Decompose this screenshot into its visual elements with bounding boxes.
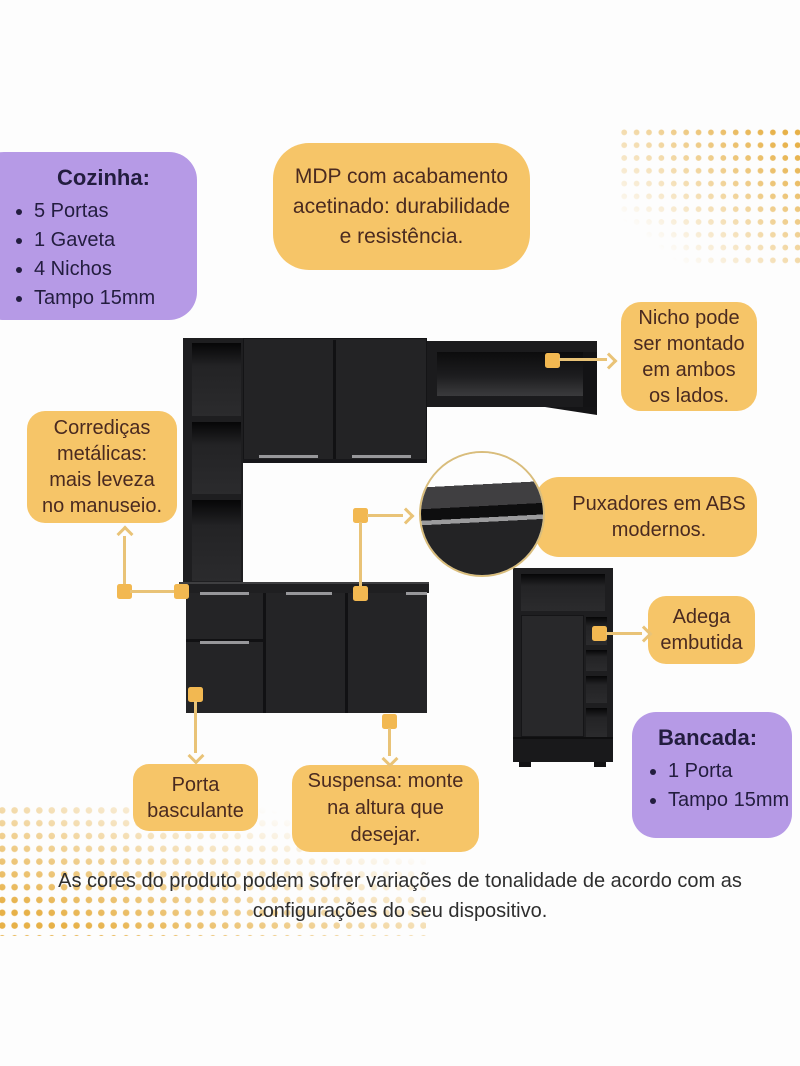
connector-line (194, 701, 197, 753)
kitchen-spec-item: 5 Portas (34, 197, 197, 226)
drawer-handle (200, 592, 249, 595)
kitchen-spec-item: 1 Gaveta (34, 226, 197, 255)
bancada-spec-item: Tampo 15mm (668, 786, 792, 815)
open-shelf-niche (427, 341, 597, 407)
halftone-pattern-top-right (618, 126, 800, 268)
connector-line (606, 632, 642, 635)
bar-base (513, 737, 613, 762)
connector-line (130, 590, 177, 593)
tower-cabinet (183, 338, 243, 590)
kitchen-specs-list: 5 Portas 1 Gaveta 4 Nichos Tampo 15mm (10, 197, 197, 313)
kitchen-specs-title: Cozinha: (57, 165, 150, 190)
reversible-niche-text: Nicho pode ser montado em ambos os lados… (633, 306, 745, 407)
tower-niche (192, 422, 241, 494)
kitchen-specs-card: Cozinha: 5 Portas 1 Gaveta 4 Nichos Tamp… (0, 152, 197, 320)
wall-cabinet-door-gap (333, 340, 336, 459)
bar-foot (519, 762, 531, 767)
connector-marker (174, 584, 189, 599)
connector-marker (545, 353, 560, 368)
wine-rack-callout: Adega embutida (648, 596, 755, 664)
material-finish-callout: MDP com acabamento acetinado: durabilida… (273, 143, 530, 270)
reversible-niche-callout: Nicho pode ser montado em ambos os lados… (621, 302, 757, 411)
material-finish-text: MDP com acabamento acetinado: durabilida… (292, 164, 511, 248)
flip-door-callout: Porta basculante (133, 764, 258, 831)
bar-cabinet (513, 568, 613, 762)
bar-door (521, 615, 584, 737)
wall-cabinet (243, 338, 427, 463)
wall-door-handle (352, 455, 411, 458)
bancada-spec-item: 1 Porta (668, 757, 792, 786)
bar-foot (594, 762, 606, 767)
connector-line (367, 514, 403, 517)
wine-rack-text: Adega embutida (660, 606, 743, 654)
color-disclaimer-text: As cores do produto podem sofrer variaçõ… (58, 870, 742, 922)
abs-handles-text: Puxadores em ABS modernos. (572, 493, 746, 541)
metal-slides-callout: Corrediças metálicas: mais leveza no man… (27, 411, 177, 523)
bancada-specs-title: Bancada: (658, 725, 758, 750)
connector-line (388, 728, 391, 756)
drawer-gap (186, 639, 264, 642)
wine-rack-slot (586, 708, 607, 737)
tower-niche (192, 343, 241, 416)
base-door-handle (286, 592, 332, 595)
tower-niche (192, 500, 241, 581)
wine-rack-slot (586, 650, 607, 671)
connector-marker (353, 586, 368, 601)
bar-top-niche (521, 574, 605, 611)
connector-line (359, 522, 362, 588)
base-door-gap (345, 593, 348, 713)
base-door-gap (263, 593, 266, 713)
flip-door-text: Porta basculante (147, 773, 244, 822)
hanging-cabinet-callout: Suspensa: monte na altura que desejar. (292, 765, 479, 852)
wine-rack-slot (586, 676, 607, 703)
base-cabinet (186, 593, 427, 713)
open-shelf-right-wall (583, 352, 597, 407)
hanging-cabinet-text: Suspensa: monte na altura que desejar. (307, 770, 464, 846)
flip-door-handle (200, 641, 249, 644)
connector-marker (117, 584, 132, 599)
handle-closeup (421, 453, 543, 575)
open-shelf-3d-wedge (545, 407, 597, 415)
connector-marker (353, 508, 368, 523)
kitchen-spec-item: 4 Nichos (34, 255, 197, 284)
base-door-handle (406, 592, 427, 595)
abs-handles-callout: Puxadores em ABS modernos. (535, 477, 757, 557)
handle-magnifier-circle (419, 451, 545, 577)
kitchen-spec-item: Tampo 15mm (34, 284, 197, 313)
connector-line (559, 358, 607, 361)
connector-marker (592, 626, 607, 641)
metal-slides-text: Corrediças metálicas: mais leveza no man… (41, 417, 163, 517)
bancada-specs-card: Bancada: 1 Porta Tampo 15mm (632, 712, 792, 838)
bancada-specs-list: 1 Porta Tampo 15mm (644, 757, 792, 815)
wall-door-handle (259, 455, 318, 458)
connector-marker (188, 687, 203, 702)
connector-marker (382, 714, 397, 729)
connector-line (123, 536, 126, 588)
wall-cabinet-bottom-rail (243, 459, 427, 463)
countertop (179, 582, 429, 593)
